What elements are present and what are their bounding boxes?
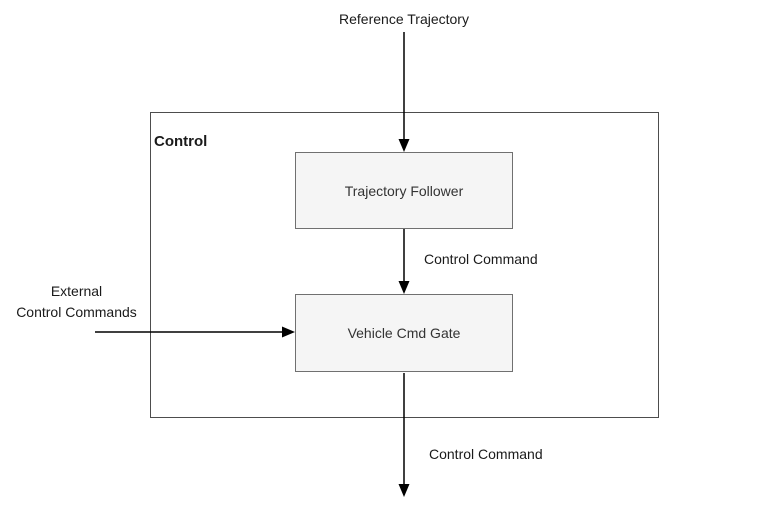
node-vehicle-cmd-gate: Vehicle Cmd Gate	[295, 294, 513, 372]
node-trajectory-follower-label: Trajectory Follower	[344, 182, 464, 199]
label-control-command-output: Control Command	[429, 446, 543, 462]
label-external-line1: External	[50, 283, 103, 299]
label-control-command-internal: Control Command	[424, 251, 538, 267]
control-container-label: Control	[154, 133, 208, 150]
label-external-control-commands: External Control Commands	[4, 281, 149, 323]
node-trajectory-follower: Trajectory Follower	[295, 152, 513, 229]
label-reference-trajectory: Reference Trajectory	[339, 11, 469, 27]
label-external-line2: Control Commands	[16, 304, 137, 320]
node-vehicle-cmd-gate-label: Vehicle Cmd Gate	[347, 325, 461, 341]
